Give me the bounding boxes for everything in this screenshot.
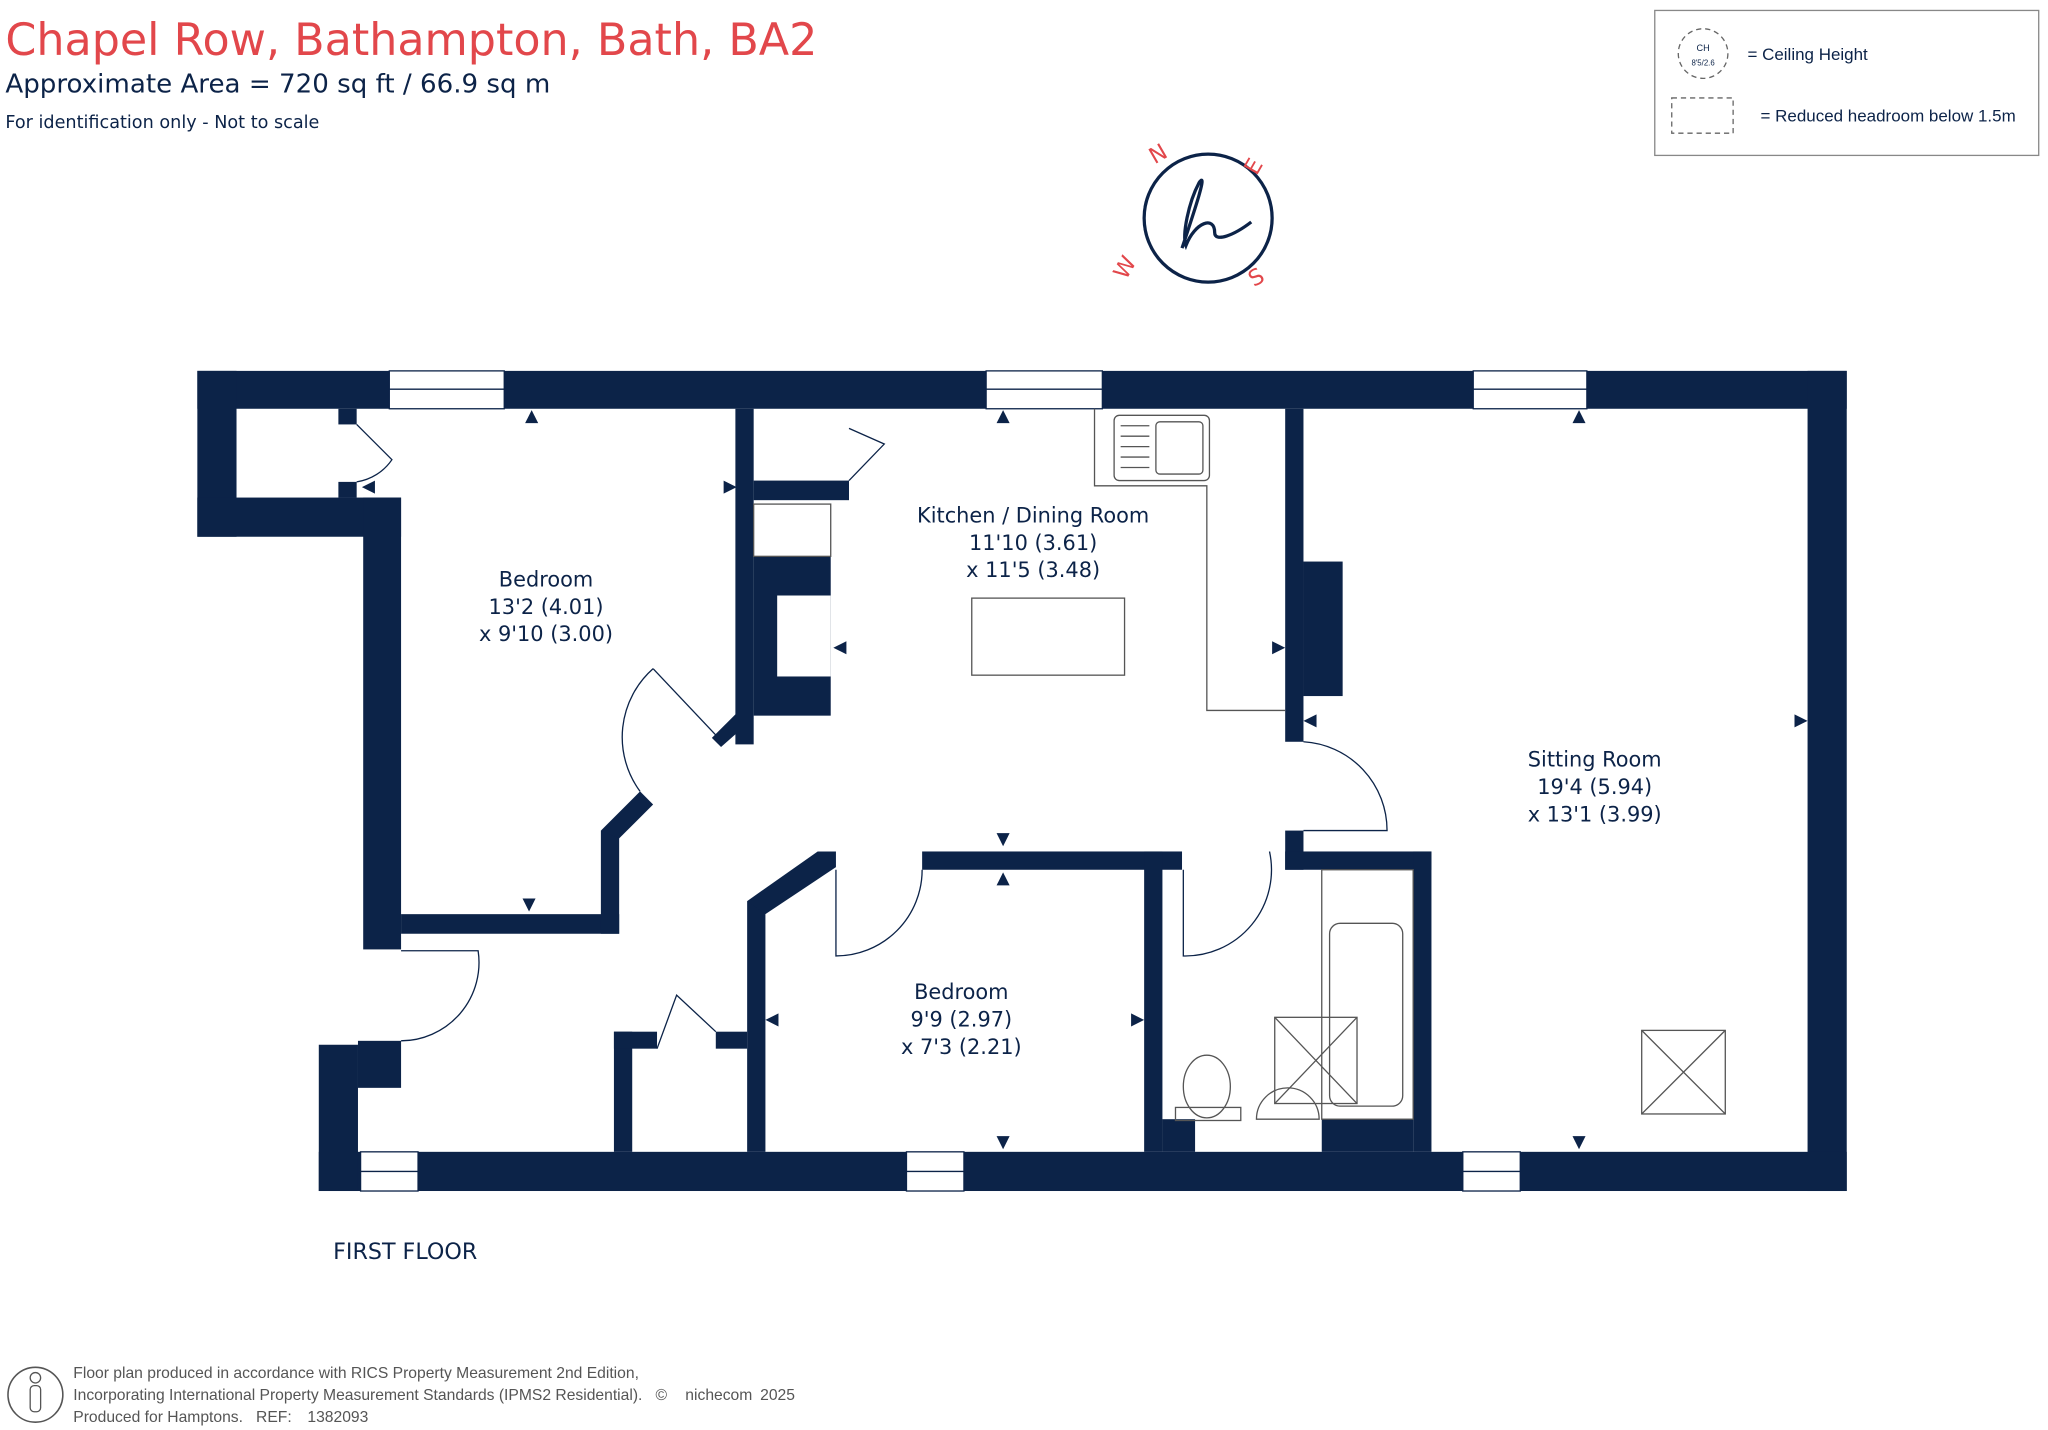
brand-logo: nichecom xyxy=(685,1387,752,1404)
room-name: Bedroom xyxy=(914,980,1008,1004)
room-name: Sitting Room xyxy=(1528,748,1662,772)
compass-south: S xyxy=(1244,263,1269,293)
room-dimension: x 13'1 (3.99) xyxy=(1528,802,1662,826)
room-dimension: x 9'10 (3.00) xyxy=(479,622,613,646)
bath-icon xyxy=(1321,869,1414,1120)
legend-ceiling-height: = Ceiling Height xyxy=(1747,45,1868,64)
sink-icon xyxy=(1113,414,1211,482)
compass-east: E xyxy=(1239,154,1269,179)
compass-logo-icon: N E S W xyxy=(1109,139,1274,293)
footer-line-2-row: Incorporating International Property Mea… xyxy=(73,1387,795,1404)
room-dimension: 19'4 (5.94) xyxy=(1537,775,1652,799)
shower-icon xyxy=(1274,1016,1358,1105)
copyright-year: 2025 xyxy=(760,1387,795,1404)
ceiling-height-symbol-label: CH xyxy=(1696,43,1709,53)
ceiling-height-symbol-icon xyxy=(1677,28,1729,80)
room-name: Kitchen / Dining Room xyxy=(917,503,1149,527)
room-dimension: 13'2 (4.01) xyxy=(489,595,604,619)
fixtures xyxy=(971,408,1726,1122)
room-dimension: x 11'5 (3.48) xyxy=(966,558,1100,582)
measurement-arrows xyxy=(361,410,1808,1150)
footer-line-2: Incorporating International Property Mea… xyxy=(73,1387,642,1404)
person-icon xyxy=(7,1366,64,1423)
compass-west: W xyxy=(1109,252,1143,284)
reduced-headroom-symbol-icon xyxy=(1671,97,1734,134)
room-name: Bedroom xyxy=(499,567,593,591)
footer: Floor plan produced in accordance with R… xyxy=(7,1365,795,1426)
doors xyxy=(356,423,1388,1049)
property-title: Chapel Row, Bathampton, Bath, BA2 xyxy=(5,15,817,66)
legend-reduced-headroom: = Reduced headroom below 1.5m xyxy=(1761,106,2016,125)
approximate-area: Approximate Area = 720 sq ft / 66.9 sq m xyxy=(5,70,550,100)
ceiling-height-symbol-value: 8'5/2.6 xyxy=(1691,58,1715,67)
toilet-icon xyxy=(1182,1054,1231,1119)
kitchen-island xyxy=(971,597,1126,676)
legend: CH 8'5/2.6 = Ceiling Height = Reduced he… xyxy=(1654,9,2040,157)
compass-north: N xyxy=(1145,139,1172,170)
footer-line-3-row: Produced for Hamptons. REF: 1382093 xyxy=(73,1409,368,1426)
room-kitchen-dining: Kitchen / Dining Room 11'10 (3.61) x 11'… xyxy=(917,503,1149,582)
ref-label: REF: xyxy=(256,1409,292,1426)
room-dimension: x 7'3 (2.21) xyxy=(901,1035,1022,1059)
basin-icon xyxy=(1255,1087,1320,1120)
disclaimer: For identification only - Not to scale xyxy=(5,113,319,133)
ref-number: 1382093 xyxy=(307,1409,368,1426)
footer-line-3: Produced for Hamptons. xyxy=(73,1409,243,1426)
copyright-symbol: © xyxy=(655,1387,667,1404)
room-bedroom-1: Bedroom 13'2 (4.01) x 9'10 (3.00) xyxy=(479,567,613,646)
windows xyxy=(359,370,1588,1192)
footer-line-1: Floor plan produced in accordance with R… xyxy=(73,1365,639,1382)
room-bedroom-2: Bedroom 9'9 (2.97) x 7'3 (2.21) xyxy=(901,980,1022,1059)
room-sitting-room: Sitting Room 19'4 (5.94) x 13'1 (3.99) xyxy=(1528,748,1662,827)
skylight-icon xyxy=(1641,1029,1726,1115)
room-dimension: 11'10 (3.61) xyxy=(969,531,1097,555)
floor-label: FIRST FLOOR xyxy=(333,1239,477,1265)
room-dimension: 9'9 (2.97) xyxy=(910,1007,1012,1031)
